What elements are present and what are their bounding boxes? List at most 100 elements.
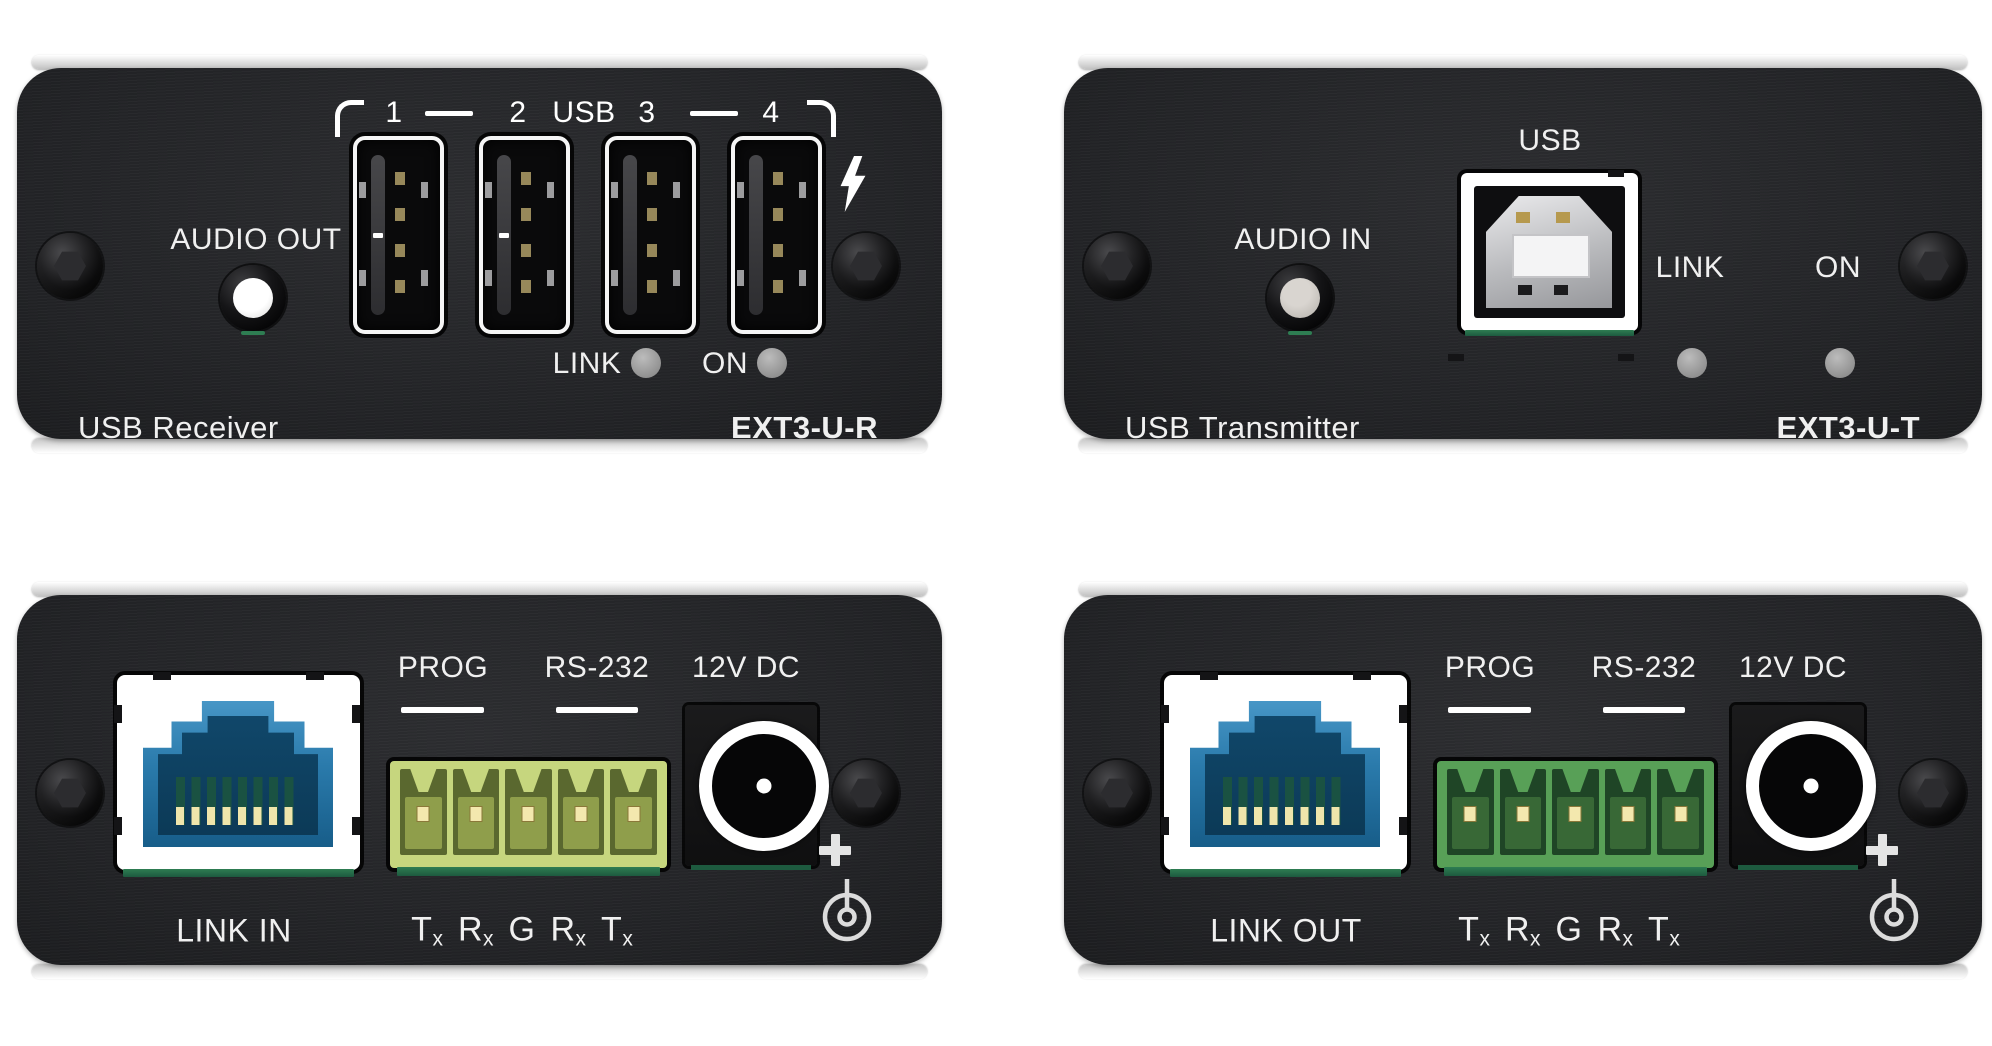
usb-b-cavity <box>1474 186 1625 318</box>
terminal-pin <box>610 769 657 855</box>
terminal-contact <box>574 805 588 822</box>
audio-jack-center <box>1280 278 1320 318</box>
port-contacts <box>521 172 531 298</box>
usb-a-port-2 <box>479 136 570 334</box>
audio-out-jack <box>220 265 286 331</box>
terminal-contact <box>1516 805 1530 822</box>
terminal-pin <box>400 769 447 855</box>
faceplate: AUDIO OUT 1 2 USB 3 4 <box>17 68 942 445</box>
usb-group-dash-icon <box>425 111 473 116</box>
usb-port-number: 1 <box>385 96 403 129</box>
dc-power-jack <box>1732 705 1876 870</box>
terminal-contact <box>1463 805 1477 822</box>
terminal-contact <box>416 805 430 822</box>
usb-b-contact <box>1554 285 1568 295</box>
port-tongue <box>371 155 385 315</box>
faceplate: LINK OUT PROG RS-232 12V DC Tx Rx G Rx T… <box>1064 595 1982 965</box>
usb-receiver-rear-panel: LINK IN PROG RS-232 12V DC Tx Rx G Rx <box>17 582 942 979</box>
port-clips <box>737 182 744 198</box>
usb-transmitter-front-panel: AUDIO IN USB LINK ON <box>1064 55 1982 453</box>
usb-b-port <box>1461 170 1638 331</box>
screw <box>833 233 899 299</box>
rs232-label: RS-232 <box>544 651 650 684</box>
rj45-port <box>1161 672 1407 870</box>
pcb-edge <box>1170 869 1401 877</box>
pcb-edge <box>1444 867 1707 876</box>
terminal-contact <box>1568 805 1582 822</box>
screw <box>37 233 103 299</box>
terminal-pin <box>1657 769 1704 855</box>
chassis-top-edge <box>1079 55 1967 69</box>
rj45-jack <box>1190 701 1380 847</box>
polarity-icon <box>822 879 872 942</box>
on-led <box>757 348 787 378</box>
port-tongue <box>497 155 511 315</box>
link-led <box>1677 348 1707 378</box>
usb-b-connector <box>1486 196 1612 308</box>
port-contacts <box>647 172 657 298</box>
power-label: 12V DC <box>1738 651 1848 684</box>
terminal-pin <box>505 769 552 855</box>
usb-a-port-4 <box>731 136 822 334</box>
usb-port-label: USB <box>1518 124 1582 157</box>
rs232-underline <box>1603 707 1685 713</box>
serial-pins-legend: Tx Rx G Rx Tx <box>1458 910 1680 951</box>
link-led-label: LINK <box>552 347 622 380</box>
screw <box>37 760 103 826</box>
rj45-port <box>114 672 360 870</box>
usb-group-dash-icon <box>690 111 738 116</box>
terminal-pin <box>1447 769 1494 855</box>
terminal-pin <box>1499 769 1547 855</box>
chassis-bottom-edge <box>1079 965 1967 979</box>
dc-jack-ring <box>699 721 829 851</box>
prog-underline <box>401 707 484 713</box>
model-label: EXT3-U-T <box>1776 410 1920 445</box>
port-contacts <box>773 172 783 298</box>
prog-label: PROG <box>1444 651 1536 684</box>
chassis-top-edge <box>32 582 927 596</box>
usb-port-number: 3 <box>638 96 656 129</box>
usb-group-label: USB <box>552 96 616 129</box>
polarity-icon <box>1869 879 1919 942</box>
faceplate: LINK IN PROG RS-232 12V DC Tx Rx G Rx <box>17 595 942 965</box>
link-led-label: LINK <box>1655 251 1725 284</box>
usb-b-contact <box>1518 285 1532 295</box>
screw <box>1900 233 1966 299</box>
port-tongue <box>749 155 763 315</box>
chassis-bottom-edge <box>32 439 927 453</box>
usb-port-number: 4 <box>762 96 780 129</box>
usb-b-contact <box>1556 212 1570 223</box>
rj45-pins <box>176 777 300 825</box>
port-contacts <box>395 172 405 298</box>
power-label: 12V DC <box>691 651 801 684</box>
terminal-contact <box>469 805 483 822</box>
pcb-edge <box>123 869 354 877</box>
terminal-contact <box>1674 805 1688 822</box>
faceplate: AUDIO IN USB LINK ON <box>1064 68 1982 445</box>
rs232-label: RS-232 <box>1591 651 1697 684</box>
screw <box>1900 760 1966 826</box>
port-clips <box>611 182 618 198</box>
pcb-edge <box>1465 330 1634 336</box>
usb-a-port-3 <box>605 136 696 334</box>
link-in-label: LINK IN <box>176 912 292 949</box>
link-out-label: LINK OUT <box>1210 912 1362 949</box>
audio-in-jack <box>1267 265 1333 331</box>
usb-group-bracket-left-icon <box>335 100 364 137</box>
rj45-pins <box>1223 777 1347 825</box>
rj45-cavity <box>1205 716 1365 835</box>
model-label: EXT3-U-R <box>731 410 878 445</box>
chassis-bottom-edge <box>32 965 927 979</box>
rj45-cavity <box>158 716 318 835</box>
usb-a-port-1 <box>353 136 444 334</box>
chassis-top-edge <box>1079 582 1967 596</box>
prog-label: PROG <box>397 651 489 684</box>
terminal-contact <box>627 805 641 822</box>
device-title: USB Transmitter <box>1125 410 1360 445</box>
on-led <box>1825 348 1855 378</box>
usb-group-bracket-right-icon <box>807 100 836 137</box>
terminal-pin <box>1552 769 1599 855</box>
rs232-underline <box>556 707 638 713</box>
port-clips <box>359 182 366 198</box>
